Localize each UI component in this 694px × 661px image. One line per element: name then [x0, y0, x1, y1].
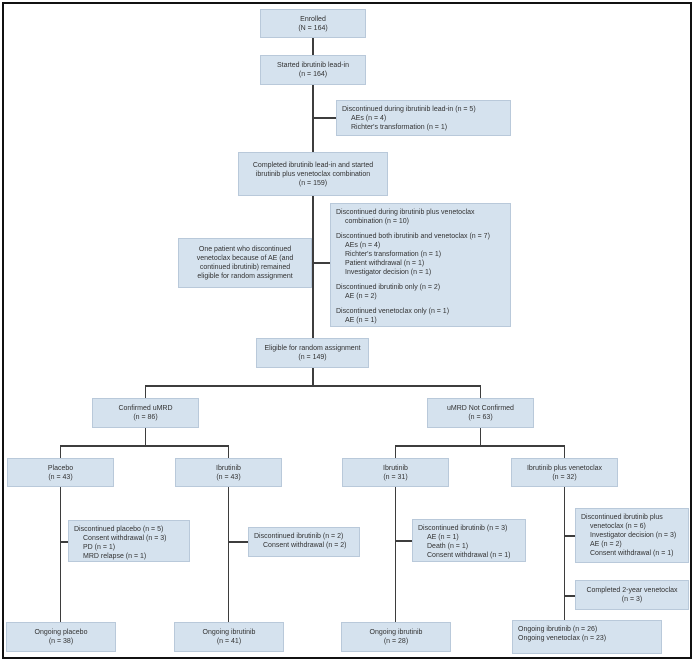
connector	[227, 487, 230, 622]
connector	[227, 445, 230, 458]
connector	[394, 487, 397, 622]
node-discontinued-placebo: Discontinued placebo (n = 5) Consent wit…	[68, 520, 190, 562]
node-completed-2yr-venetoclax: Completed 2-year venetoclax (n = 3)	[575, 580, 689, 610]
node-eligible-random: Eligible for random assignment (n = 149)	[256, 338, 369, 368]
node-discontinued-leadin: Discontinued during ibrutinib lead-in (n…	[336, 100, 511, 136]
connector	[394, 445, 566, 447]
node-ongoing-ibrutinib-41: Ongoing ibrutinib (n = 41)	[174, 622, 284, 652]
node-ibrutinib-31-arm: Ibrutinib (n = 31)	[342, 458, 449, 487]
connector	[313, 117, 336, 119]
connector	[144, 385, 147, 398]
node-started-leadin: Started ibrutinib lead-in (n = 164)	[260, 55, 366, 85]
node-enrolled: Enrolled (N = 164)	[260, 9, 366, 38]
node-ibrutinib-venetoclax-arm: Ibrutinib plus venetoclax (n = 32)	[511, 458, 618, 487]
node-umrd-not-confirmed: uMRD Not Confirmed (n = 63)	[427, 398, 534, 428]
connector	[479, 428, 482, 445]
connector	[563, 487, 566, 620]
connector	[395, 540, 412, 542]
connector	[312, 38, 314, 55]
connector	[312, 368, 314, 385]
connector	[312, 85, 314, 152]
connector	[479, 385, 482, 398]
connector	[59, 445, 62, 458]
node-ongoing-placebo: Ongoing placebo (n = 38)	[6, 622, 116, 652]
node-ongoing-ibrutinib-28: Ongoing ibrutinib (n = 28)	[341, 622, 451, 652]
connector	[313, 262, 330, 264]
node-discontinued-ibrutinib-3: Discontinued ibrutinib (n = 3) AE (n = 1…	[412, 519, 526, 562]
connector	[564, 535, 575, 537]
connector	[59, 487, 62, 622]
node-discontinued-ibrutinib-venetoclax: Discontinued ibrutinib plus venetoclax (…	[575, 508, 689, 563]
node-ongoing-ibrutinib-venetoclax: Ongoing ibrutinib (n = 26) Ongoing venet…	[512, 620, 662, 654]
node-discontinued-ibrutinib-2: Discontinued ibrutinib (n = 2) Consent w…	[248, 527, 360, 557]
node-one-patient-note: One patient who discontinued venetoclax …	[178, 238, 312, 288]
connector	[394, 445, 397, 458]
connector	[144, 385, 482, 387]
node-confirmed-umrd: Confirmed uMRD (n = 86)	[92, 398, 199, 428]
node-completed-leadin: Completed ibrutinib lead-in and started …	[238, 152, 388, 196]
connector	[564, 595, 575, 597]
node-ibrutinib-43-arm: Ibrutinib (n = 43)	[175, 458, 282, 487]
connector	[144, 428, 147, 445]
connector	[59, 445, 230, 447]
node-discontinued-combination: Discontinued during ibrutinib plus venet…	[330, 203, 511, 327]
connector	[228, 541, 248, 543]
connector	[312, 196, 314, 338]
connector	[60, 541, 68, 543]
node-placebo-arm: Placebo (n = 43)	[7, 458, 114, 487]
connector	[563, 445, 566, 458]
